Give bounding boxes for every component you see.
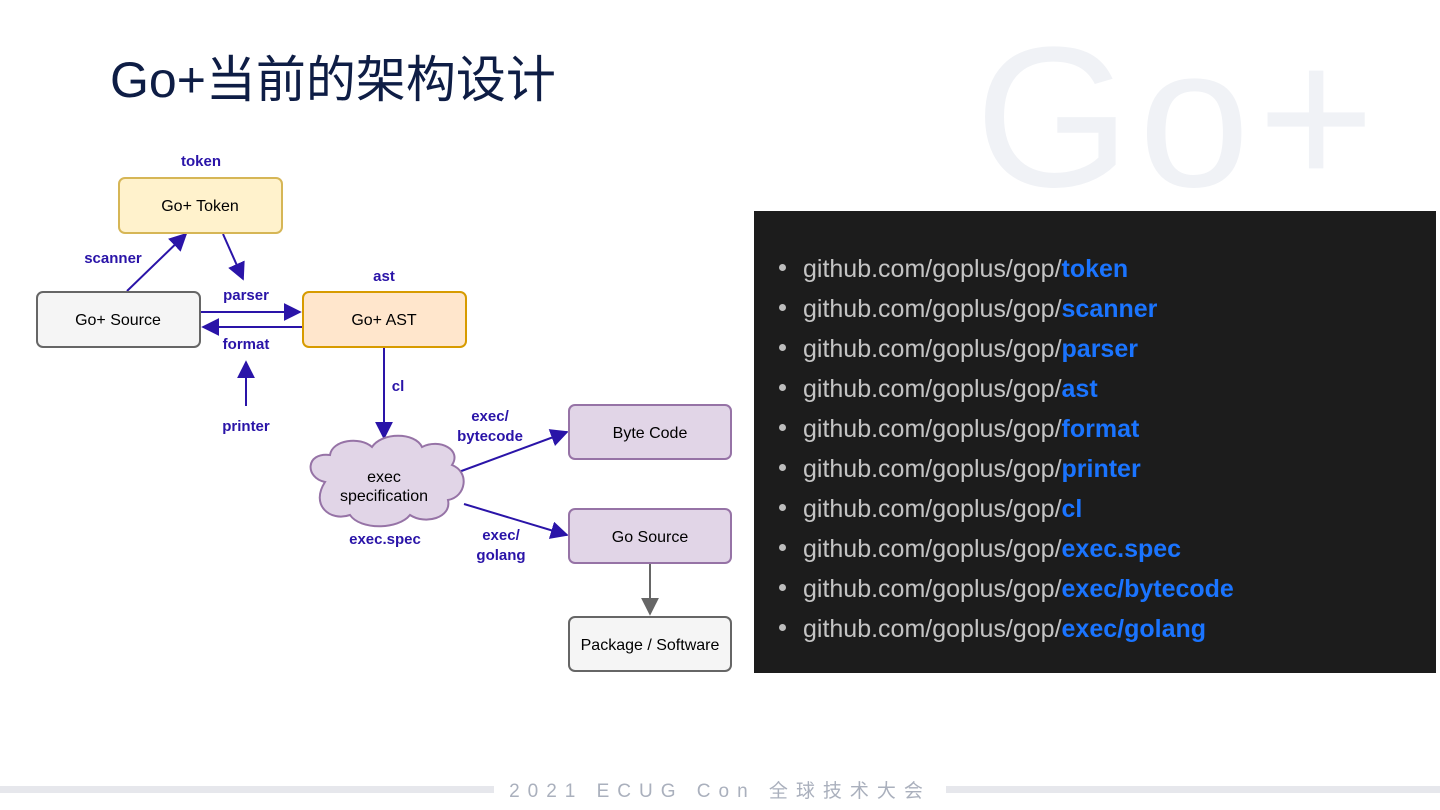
package-item: github.com/goplus/gop/exec.spec	[779, 529, 1234, 569]
package-name: cl	[1061, 495, 1083, 523]
bullet-icon	[779, 623, 786, 631]
node-exec-specification: exec specification	[309, 434, 465, 528]
node-byte-code: Byte Code	[568, 404, 732, 460]
bullet-icon	[779, 383, 786, 391]
bullet-icon	[779, 263, 786, 271]
label-parser: parser	[223, 287, 269, 304]
package-name: exec/golang	[1061, 615, 1207, 643]
label-exec-golang-1: exec/	[482, 527, 520, 544]
bullet-icon	[779, 343, 786, 351]
svg-text:Go+ Source: Go+ Source	[75, 312, 161, 329]
package-name: exec/bytecode	[1061, 575, 1234, 603]
label-exec-bytecode-2: bytecode	[457, 428, 523, 445]
arrow-exec-bytecode	[455, 429, 569, 474]
node-package-software: Package / Software	[568, 616, 732, 672]
package-name: scanner	[1061, 295, 1158, 323]
slide-title: Go+当前的架构设计	[110, 52, 556, 108]
package-prefix: github.com/goplus/gop/	[803, 295, 1062, 323]
package-prefix: github.com/goplus/gop/	[803, 415, 1062, 443]
svg-text:Package / Software: Package / Software	[581, 637, 720, 654]
package-item: github.com/goplus/gop/exec/golang	[779, 609, 1234, 649]
svg-text:exec: exec	[367, 469, 401, 486]
package-prefix: github.com/goplus/gop/	[803, 335, 1062, 363]
package-prefix: github.com/goplus/gop/	[803, 495, 1062, 523]
package-prefix: github.com/goplus/gop/	[803, 535, 1062, 563]
label-exec-bytecode-1: exec/	[471, 408, 509, 425]
arrow-scanner	[126, 232, 188, 292]
footer: 2021 ECUG Con 全球技术大会	[0, 776, 1440, 802]
package-name: ast	[1061, 375, 1098, 403]
package-name: parser	[1061, 335, 1138, 363]
svg-text:Go+ AST: Go+ AST	[351, 312, 417, 329]
bullet-icon	[779, 423, 786, 431]
package-name: format	[1061, 415, 1140, 443]
package-prefix: github.com/goplus/gop/	[803, 375, 1062, 403]
bullet-icon	[779, 583, 786, 591]
package-item: github.com/goplus/gop/parser	[779, 329, 1234, 369]
footer-text: 2021 ECUG Con 全球技术大会	[509, 781, 931, 802]
package-item: github.com/goplus/gop/format	[779, 409, 1234, 449]
svg-text:Byte Code: Byte Code	[613, 425, 688, 442]
label-printer: printer	[222, 418, 270, 435]
footer-bar-right	[946, 786, 1440, 793]
label-format: format	[223, 336, 270, 353]
bullet-icon	[779, 303, 786, 311]
label-exec-spec: exec.spec	[349, 531, 421, 548]
package-prefix: github.com/goplus/gop/	[803, 455, 1062, 483]
svg-text:Go Source: Go Source	[612, 529, 689, 546]
architecture-diagram: Go+ Token Go+ Source Go+ AST exec specif…	[36, 153, 732, 672]
node-go-source: Go+ Source	[36, 291, 201, 348]
bullet-icon	[779, 463, 786, 471]
arrows	[126, 232, 569, 539]
footer-bar-left	[0, 786, 494, 793]
bullet-icon	[779, 543, 786, 551]
svg-text:specification: specification	[340, 488, 428, 505]
svg-text:Go+ Token: Go+ Token	[161, 198, 239, 215]
package-name: printer	[1061, 455, 1141, 483]
package-name: token	[1061, 255, 1129, 283]
package-item: github.com/goplus/gop/printer	[779, 449, 1234, 489]
label-ast: ast	[373, 268, 395, 285]
package-item: github.com/goplus/gop/ast	[779, 369, 1234, 409]
arrow-exec-golang	[463, 503, 569, 539]
node-go-ast: Go+ AST	[302, 291, 467, 348]
package-item: github.com/goplus/gop/token	[779, 249, 1234, 289]
watermark-go-plus: Go+	[975, 6, 1383, 229]
node-go-token: Go+ Token	[118, 177, 283, 234]
label-scanner: scanner	[84, 250, 142, 267]
package-item: github.com/goplus/gop/exec/bytecode	[779, 569, 1234, 609]
package-item: github.com/goplus/gop/cl	[779, 489, 1234, 529]
label-token: token	[181, 153, 221, 170]
package-prefix: github.com/goplus/gop/	[803, 575, 1062, 603]
package-name: exec.spec	[1061, 535, 1182, 563]
label-cl: cl	[392, 378, 405, 395]
label-exec-golang-2: golang	[476, 547, 525, 564]
package-prefix: github.com/goplus/gop/	[803, 255, 1062, 283]
package-item: github.com/goplus/gop/scanner	[779, 289, 1234, 329]
node-go-source-output: Go Source	[568, 508, 732, 564]
arrow-token-to-parser	[222, 233, 245, 281]
package-prefix: github.com/goplus/gop/	[803, 615, 1062, 643]
bullet-icon	[779, 503, 786, 511]
